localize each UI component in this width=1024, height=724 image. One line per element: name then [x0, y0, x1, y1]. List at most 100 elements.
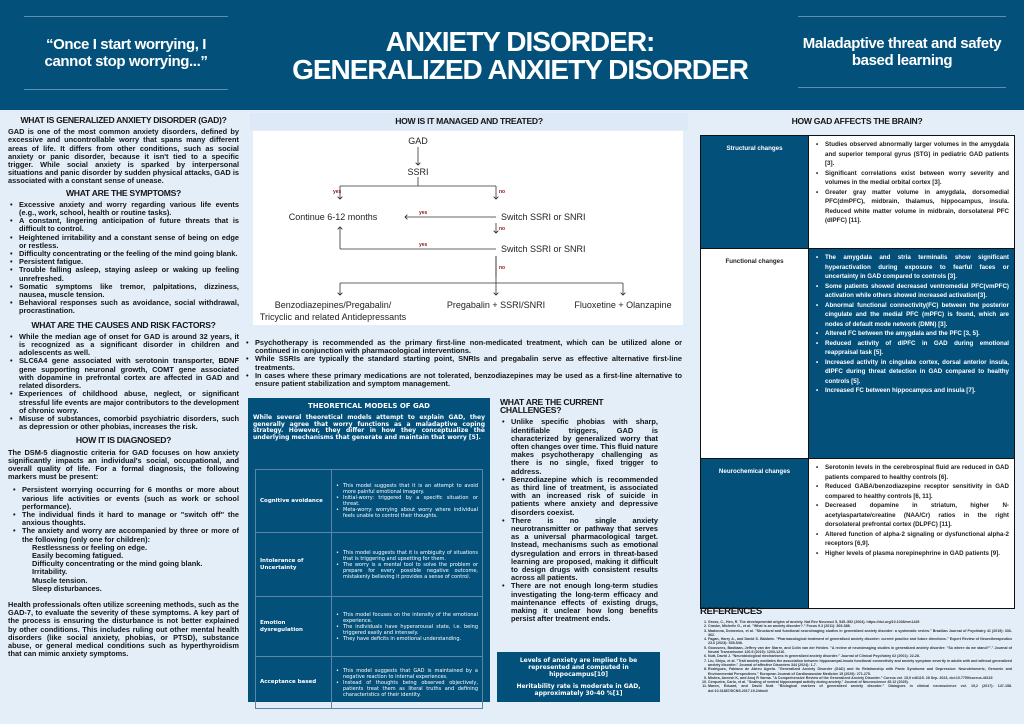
row-content: Serotonin levels in the cerebrospinal fl… — [808, 458, 1015, 609]
list-item: This model focuses on the intensity of t… — [336, 612, 478, 624]
list-item: Experiences of childhood abuse, neglect,… — [8, 390, 239, 415]
list-item: Restlessness or feeling on edge. — [32, 542, 148, 552]
reference-item: Cerqueira, Carlo, et al. "Scaling of ven… — [708, 680, 1012, 684]
reference-item: Maron, Eduard, and David Nutt. "Biologic… — [708, 684, 1012, 693]
table-row: Emotion dysregulationThis model focuses … — [255, 596, 483, 658]
list-item: Instead of thoughts being observed objec… — [336, 680, 478, 698]
table-row: Neurochemical changesSerotonin levels in… — [700, 458, 1015, 609]
fact-hippocampus: Levels of anxiety are implied to be repr… — [519, 657, 638, 678]
theoretical-models-table: Cognitive avoidanceThis model suggests t… — [255, 469, 483, 710]
brain-heading: HOW GAD AFFECTS THE BRAIN? — [791, 116, 923, 126]
list-item: Persistent worrying occurring for 6 mont… — [11, 486, 239, 511]
list-item: Misuse of substances, comorbid psychiatr… — [8, 414, 239, 431]
list-item: Somatic symptoms like tremor, palpitatio… — [8, 282, 239, 299]
row-label: Neurochemical changes — [700, 458, 809, 609]
flow-option-3: Fluoxetine + Olanzapine — [574, 300, 671, 310]
reference-item: Goossens, Bastiaan, Jeffrey van der Star… — [708, 646, 1012, 655]
flow-node-gad: GAD — [408, 136, 428, 146]
flow-label-yes: yes — [333, 189, 342, 195]
symptoms-list: Excessive anxiety and worry regarding va… — [8, 200, 239, 316]
list-item: The individual finds it hard to manage o… — [11, 510, 239, 527]
challenges-section: WHAT ARE THE CURRENT CHALLENGES? Unlike … — [500, 398, 658, 623]
title-line-1: ANXIETY DISORDER: — [385, 26, 656, 57]
list-item: In cases where these primary medications… — [244, 371, 682, 388]
row-label: Functional changes — [700, 248, 809, 459]
list-item: There is no single anxiety neurotransmit… — [500, 516, 658, 583]
reference-item: Gross, C., Hen, R. The developmental ori… — [708, 620, 1012, 624]
flow-label-no: no — [499, 189, 505, 195]
list-item: Behavioral responses such as avoidance, … — [8, 299, 239, 316]
list-item: Increased FC between hippocampus and ins… — [814, 386, 1009, 396]
poster-header: “Once I start worrying, I cannot stop wo… — [0, 0, 1024, 110]
facts-box: Levels of anxiety are implied to be repr… — [497, 652, 660, 702]
list-item: Trouble falling asleep, staying asleep o… — [8, 266, 239, 283]
reference-item: Craske, Michelle G., et al. "What is an … — [708, 624, 1012, 628]
diagnosis-markers: Persistent worrying occurring for 6 mont… — [8, 486, 239, 543]
flow-label-no: no — [499, 226, 505, 232]
list-item: Some patients showed decreased ventromed… — [814, 282, 1009, 301]
row-label: Structural changes — [700, 135, 809, 249]
table-row: Intolerance of UncertaintyThis model sug… — [255, 532, 483, 598]
list-item: Benzodiazepine which is recommended as t… — [500, 475, 658, 517]
diagnosis-sub-list: Restlessness or feeling on edge.Easily b… — [8, 542, 239, 593]
row-label: Cognitive avoidance — [255, 469, 332, 534]
theoretical-models-box: THEORETICAL MODELS OF GAD While several … — [248, 398, 490, 710]
reference-item: Madonna, Domenico, et al. "Structural an… — [708, 629, 1012, 638]
row-label: Acceptance based — [255, 656, 332, 710]
flow-option-1b: Tricyclic and related Antidepressants — [260, 312, 407, 322]
row-content: This model suggests that it is ambiguity… — [331, 532, 483, 598]
list-item: Altered function of alpha-2 signaling or… — [814, 530, 1009, 549]
diagnosis-footer: Health professionals often utilize scree… — [8, 599, 239, 659]
flow-option-1a: Benzodiazepines/Pregabalin/ — [275, 300, 392, 310]
list-item: Meta-worry: worrying about worry where i… — [336, 507, 478, 519]
list-item: Sleep disturbances. — [32, 583, 102, 593]
reference-item: Liu, Shiyu, et al. "Trait anxiety mediat… — [708, 659, 1012, 668]
treatment-flowchart: GAD SSRI yes no Continue 6-12 months Swi… — [253, 131, 683, 325]
causes-list: While the median age of onset for GAD is… — [8, 332, 239, 431]
challenges-list: Unlike specific phobias with sharp, iden… — [500, 418, 658, 623]
flow-node-switch-1: Switch SSRI or SNRI — [501, 212, 586, 222]
list-item: SLC6A4 gene associated with serotonin tr… — [8, 357, 239, 390]
references-heading: REFERENCES — [700, 606, 762, 617]
poster-title: ANXIETY DISORDER:GENERALIZED ANXIETY DIS… — [250, 28, 790, 84]
header-quote: “Once I start worrying, I cannot stop wo… — [24, 16, 228, 90]
flow-label-yes: yes — [419, 210, 428, 216]
list-item: Higher levels of plasma norepinephrine i… — [814, 549, 1009, 559]
list-item: Irritability. — [32, 567, 68, 577]
list-item: Persistent fatigue. — [8, 258, 239, 267]
row-content: Studies observed abnormally larger volum… — [808, 135, 1015, 249]
title-line-2: GENERALIZED ANXIETY DISORDER — [292, 54, 749, 85]
reference-item: Mishra, Aneesh K, and Anuj R Varma. "A C… — [708, 676, 1012, 680]
list-item: Unlike specific phobias with sharp, iden… — [500, 418, 658, 475]
theoretical-models-title: THEORETICAL MODELS OF GAD — [308, 402, 430, 410]
treatment-heading: HOW IS IT MANAGED AND TREATED? — [395, 116, 543, 126]
list-item: They have deficits in emotional understa… — [336, 636, 478, 642]
flow-label-yes: yes — [419, 242, 428, 248]
list-item: While SSRIs are typically the standard s… — [244, 355, 682, 372]
table-row: Structural changesStudies observed abnor… — [700, 135, 1015, 249]
fact-heritability: Heritability rate is moderate in GAD, ap… — [516, 683, 641, 698]
list-item: This model suggests that it is an attemp… — [336, 483, 478, 495]
list-item: This model suggests that GAD is maintain… — [336, 668, 478, 680]
list-item: The amygdala and stria terminalis show s… — [814, 253, 1009, 282]
list-item: Psychotherapy is recommended as the prim… — [244, 338, 682, 355]
list-item: Studies observed abnormally larger volum… — [814, 140, 1009, 169]
reference-item: Nutt, David J. "Neurobiological mechanis… — [708, 654, 1012, 658]
list-item: The individuals have hyperarousal state,… — [336, 624, 478, 636]
row-content: This model suggests that GAD is maintain… — [331, 656, 483, 710]
row-content: The amygdala and stria terminalis show s… — [808, 248, 1015, 459]
row-content: This model suggests that it is an attemp… — [331, 469, 483, 534]
list-item: While the median age of onset for GAD is… — [8, 332, 239, 358]
table-row: Cognitive avoidance This model suggests t… — [255, 469, 483, 534]
what-is-gad-text: GAD is one of the most common anxiety di… — [8, 127, 239, 186]
diagnosis-heading: HOW IT IS DIAGNOSED? — [75, 435, 172, 446]
flow-option-2: Pregabalin + SSRI/SNRI — [447, 300, 545, 310]
flow-label-no: no — [499, 265, 505, 271]
list-item: Heightened irritability and a constant s… — [8, 233, 239, 250]
list-item: Excessive anxiety and worry regarding va… — [8, 200, 239, 217]
table-row: Acceptance based This model suggests that… — [255, 656, 483, 710]
row-content: This model focuses on the intensity of t… — [331, 596, 483, 658]
list-item: Altered FC between the amygdala and the … — [814, 329, 1009, 339]
list-item: Difficulty concentrating or the mind goi… — [32, 559, 203, 569]
diagnosis-text: The DSM-5 diagnostic criteria for GAD fo… — [8, 447, 239, 482]
